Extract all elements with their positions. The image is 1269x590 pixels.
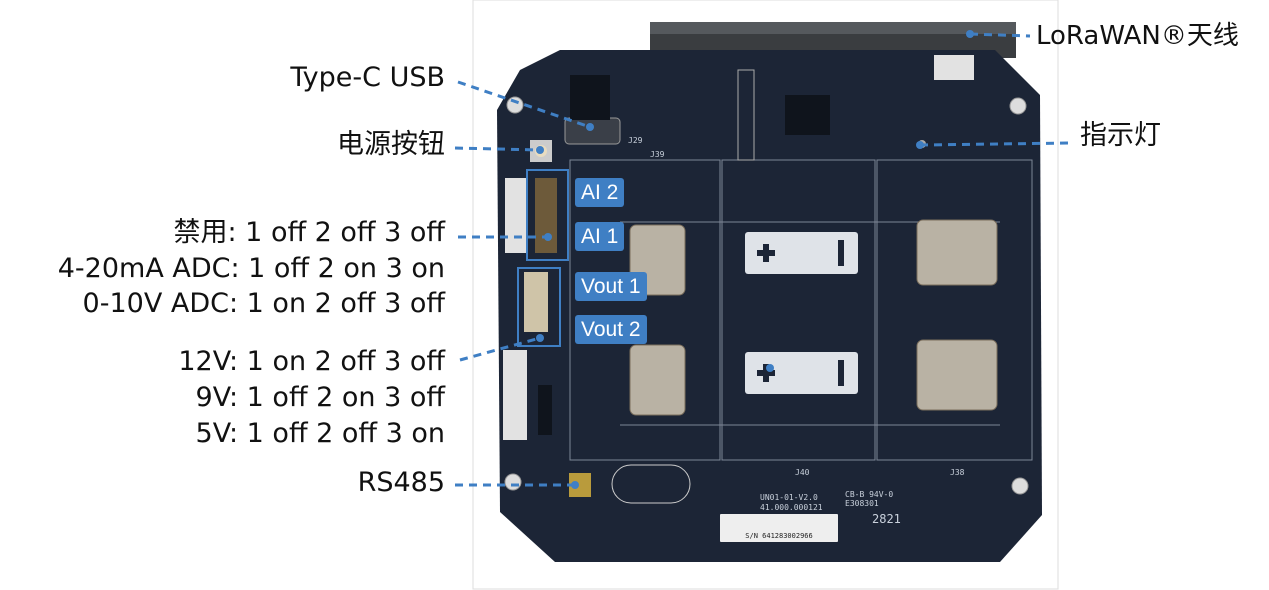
pcb-part: 41.000.000121	[760, 503, 823, 512]
pcb-j40: J40	[795, 468, 810, 477]
diodes	[570, 75, 610, 120]
pcb-model: UN01-01-V2.0	[760, 493, 818, 502]
battery-bays	[569, 159, 1033, 461]
callout-lines	[454, 32, 1071, 487]
pcb-cert: CB-B 94V-0 E308301	[845, 490, 894, 508]
dip-switch-rs485	[569, 473, 591, 497]
chip-u5	[785, 95, 830, 135]
pcb-date: 2821	[872, 512, 901, 526]
coin-cell-holder	[611, 464, 691, 504]
callout-4-20ma-adc: 4-20mA ADC: 1 off 2 on 3 on	[57, 253, 445, 284]
pcb-board	[497, 50, 1042, 562]
callout-indicator-light: 指示灯	[1080, 120, 1161, 151]
tag-vout1: Vout 1	[575, 272, 647, 302]
callout-dots	[536, 30, 974, 489]
serial-label: S/N 641283002966	[720, 514, 838, 542]
callout-12v: 12V: 1 on 2 off 3 off	[178, 346, 445, 377]
switch-outlines	[517, 169, 569, 347]
header-j5	[737, 69, 755, 161]
tag-ai2: AI 2	[575, 178, 625, 208]
pcb-j39: J39	[650, 150, 665, 159]
connector-j1	[934, 55, 974, 80]
serial-number: S/N 641283002966	[745, 532, 813, 540]
callout-0-10v-adc: 0-10V ADC: 1 on 2 off 3 off	[82, 288, 445, 319]
pcb-j29: J29	[628, 136, 643, 145]
dip-switch-ai	[535, 178, 557, 253]
callout-disabled: 禁用: 1 off 2 off 3 off	[173, 217, 446, 248]
callout-9v: 9V: 1 off 2 on 3 off	[195, 382, 445, 413]
battery-polarity-marks	[745, 232, 858, 394]
tag-vout2: Vout 2	[575, 315, 647, 345]
callout-5v: 5V: 1 off 2 off 3 on	[195, 418, 445, 449]
callout-rs485: RS485	[357, 467, 445, 498]
connector-terminal	[503, 350, 527, 440]
dip-switch-vout	[524, 272, 548, 332]
callout-lorawan-antenna: LoRaWAN®天线	[1036, 21, 1239, 51]
diodes-d30-d31	[538, 385, 552, 435]
usb-c-port	[564, 117, 621, 145]
connector-j15	[505, 178, 527, 253]
callout-type-c-usb: Type-C USB	[290, 62, 445, 93]
pcb-j38: J38	[950, 468, 965, 477]
callout-power-button: 电源按钮	[337, 129, 445, 160]
tag-ai1: AI 1	[575, 222, 625, 252]
